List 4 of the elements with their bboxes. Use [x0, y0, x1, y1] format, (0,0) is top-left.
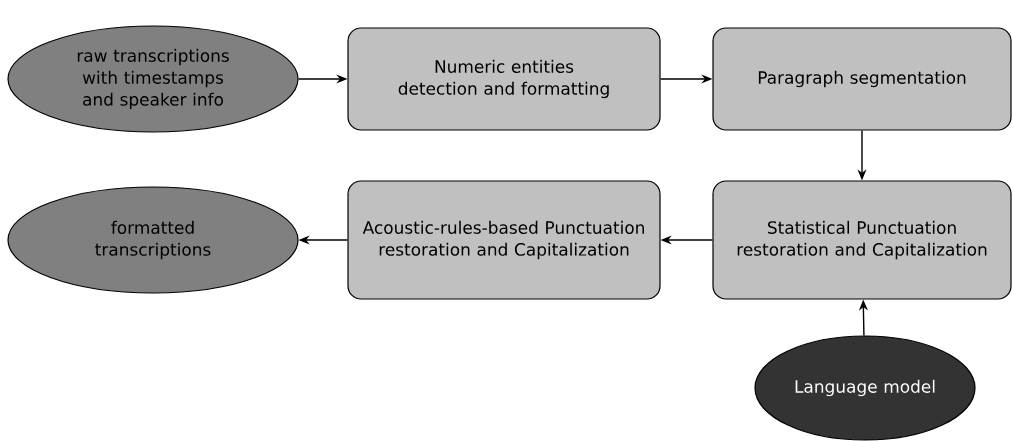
process-box: Paragraph segmentation [712, 27, 1012, 131]
process-box: Statistical Punctuation restoration and Capitalization [712, 180, 1012, 300]
process-box: Numeric entities detection and formatting [347, 27, 661, 131]
process-box: Acoustic-rules-based Punctuation restoration and Capitalization [347, 180, 661, 300]
